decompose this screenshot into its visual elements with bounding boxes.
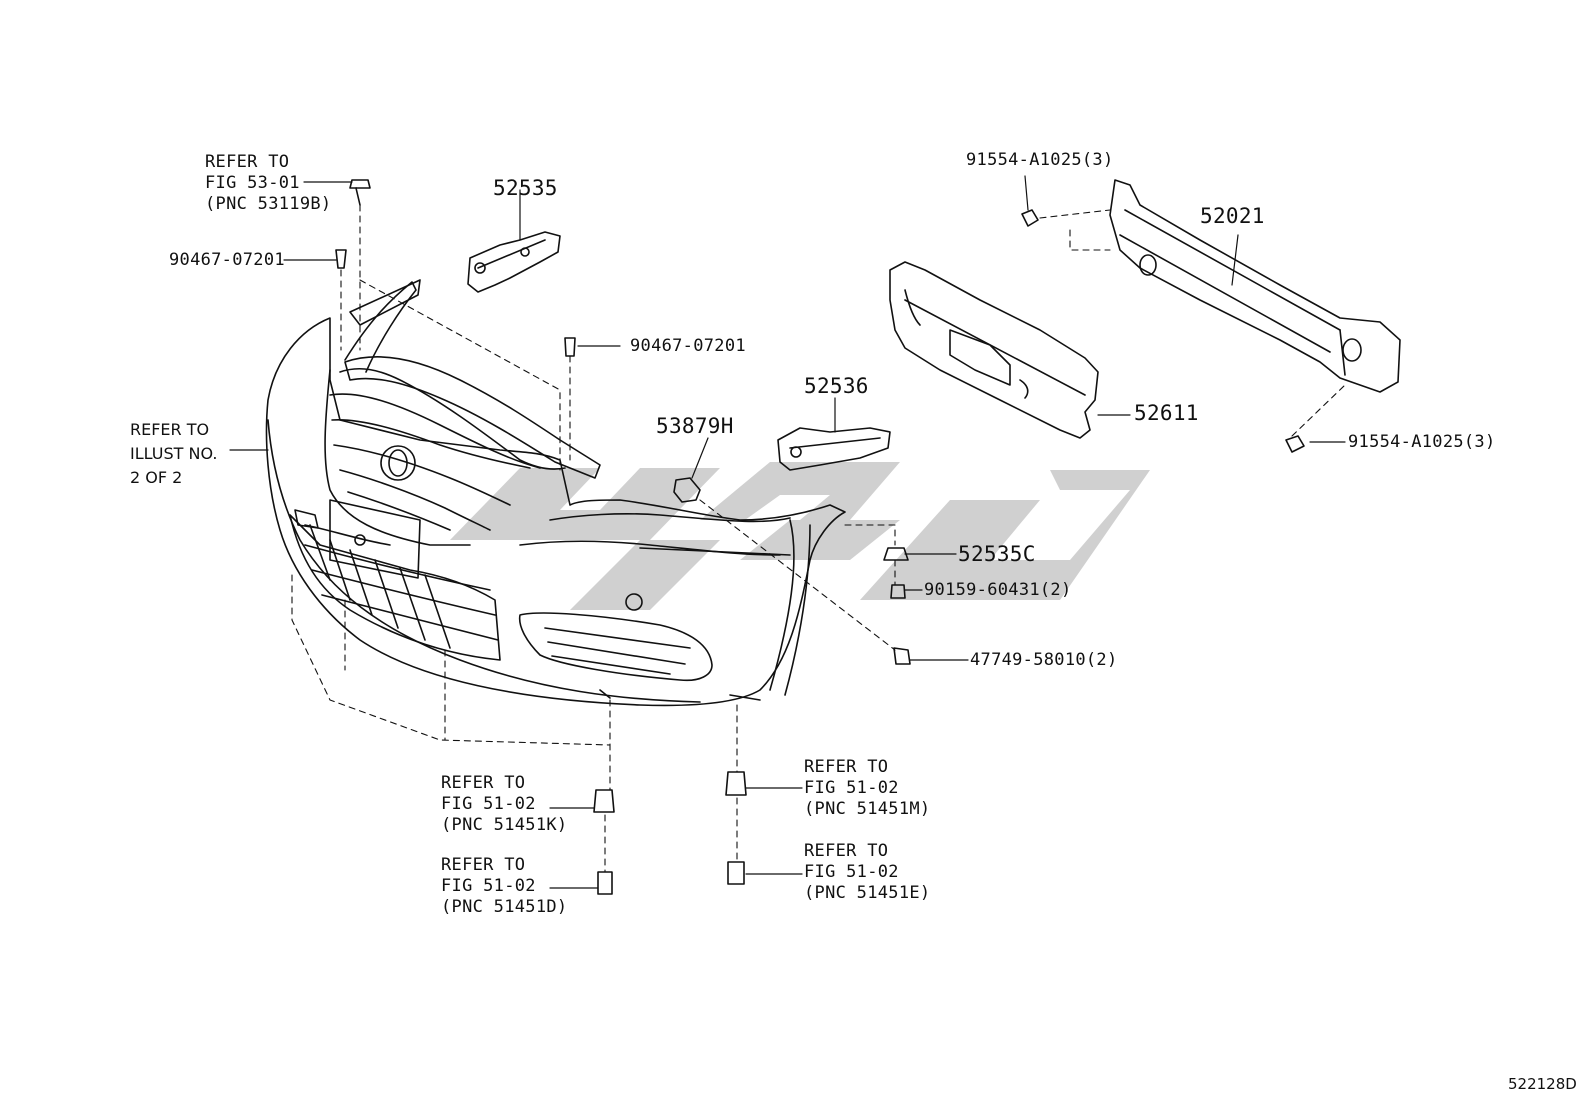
leader-lines bbox=[229, 175, 1346, 889]
part-number-91554-bottom: 91554-A1025(3) bbox=[1348, 432, 1496, 452]
part-number-52021: 52021 bbox=[1200, 204, 1265, 228]
callout-line: 2 OF 2 bbox=[130, 468, 183, 487]
part-number-91554-top: 91554-A1025(3) bbox=[966, 150, 1114, 170]
part-number-52536: 52536 bbox=[804, 374, 869, 398]
callout-line: (PNC 51451D) bbox=[441, 897, 568, 917]
diagram-code: 522128D bbox=[1508, 1075, 1577, 1093]
part-number-52535c: 52535C bbox=[958, 542, 1036, 566]
part-number-90467-left: 90467-07201 bbox=[169, 250, 285, 270]
dashed-guides bbox=[291, 204, 1346, 873]
bracket-52536 bbox=[777, 427, 891, 471]
callout-line: FIG 51-02 bbox=[804, 778, 899, 798]
part-number-52535: 52535 bbox=[493, 176, 558, 200]
callout-line: REFER TO bbox=[804, 757, 889, 777]
part-number-52611: 52611 bbox=[1134, 401, 1199, 425]
callout-line: FIG 51-02 bbox=[804, 862, 899, 882]
callout-line: (PNC 53119B) bbox=[205, 194, 332, 214]
callout-line: ILLUST NO. bbox=[130, 444, 218, 463]
callout-line: REFER TO bbox=[441, 773, 526, 793]
callout-line: REFER TO bbox=[205, 152, 290, 172]
callout-line: FIG 51-02 bbox=[441, 794, 536, 814]
absorber-52611 bbox=[889, 261, 1099, 439]
bumper-cover bbox=[265, 281, 846, 707]
clip-53879h bbox=[673, 477, 701, 503]
callout-line: REFER TO bbox=[804, 841, 889, 861]
bracket-52535 bbox=[467, 231, 561, 293]
upper-grille bbox=[344, 279, 601, 479]
callout-line: REFER TO bbox=[130, 420, 210, 439]
callout-line: FIG 51-02 bbox=[441, 876, 536, 896]
part-number-47749: 47749-58010(2) bbox=[970, 650, 1118, 670]
callout-refer-illust: REFER TO ILLUST NO. 2 OF 2 bbox=[130, 418, 217, 490]
callout-line: (PNC 51451E) bbox=[804, 883, 931, 903]
watermark-logo bbox=[450, 462, 1150, 610]
callout-line: REFER TO bbox=[441, 855, 526, 875]
part-number-90159: 90159-60431(2) bbox=[924, 580, 1072, 600]
fasteners bbox=[335, 179, 1305, 895]
callout-line: FIG 53-01 bbox=[205, 173, 300, 193]
callout-line: (PNC 51451M) bbox=[804, 799, 931, 819]
callout-line: (PNC 51451K) bbox=[441, 815, 568, 835]
reinforcement-52021 bbox=[1109, 179, 1401, 393]
part-number-90467-mid: 90467-07201 bbox=[630, 336, 746, 356]
part-number-53879h: 53879H bbox=[656, 414, 734, 438]
